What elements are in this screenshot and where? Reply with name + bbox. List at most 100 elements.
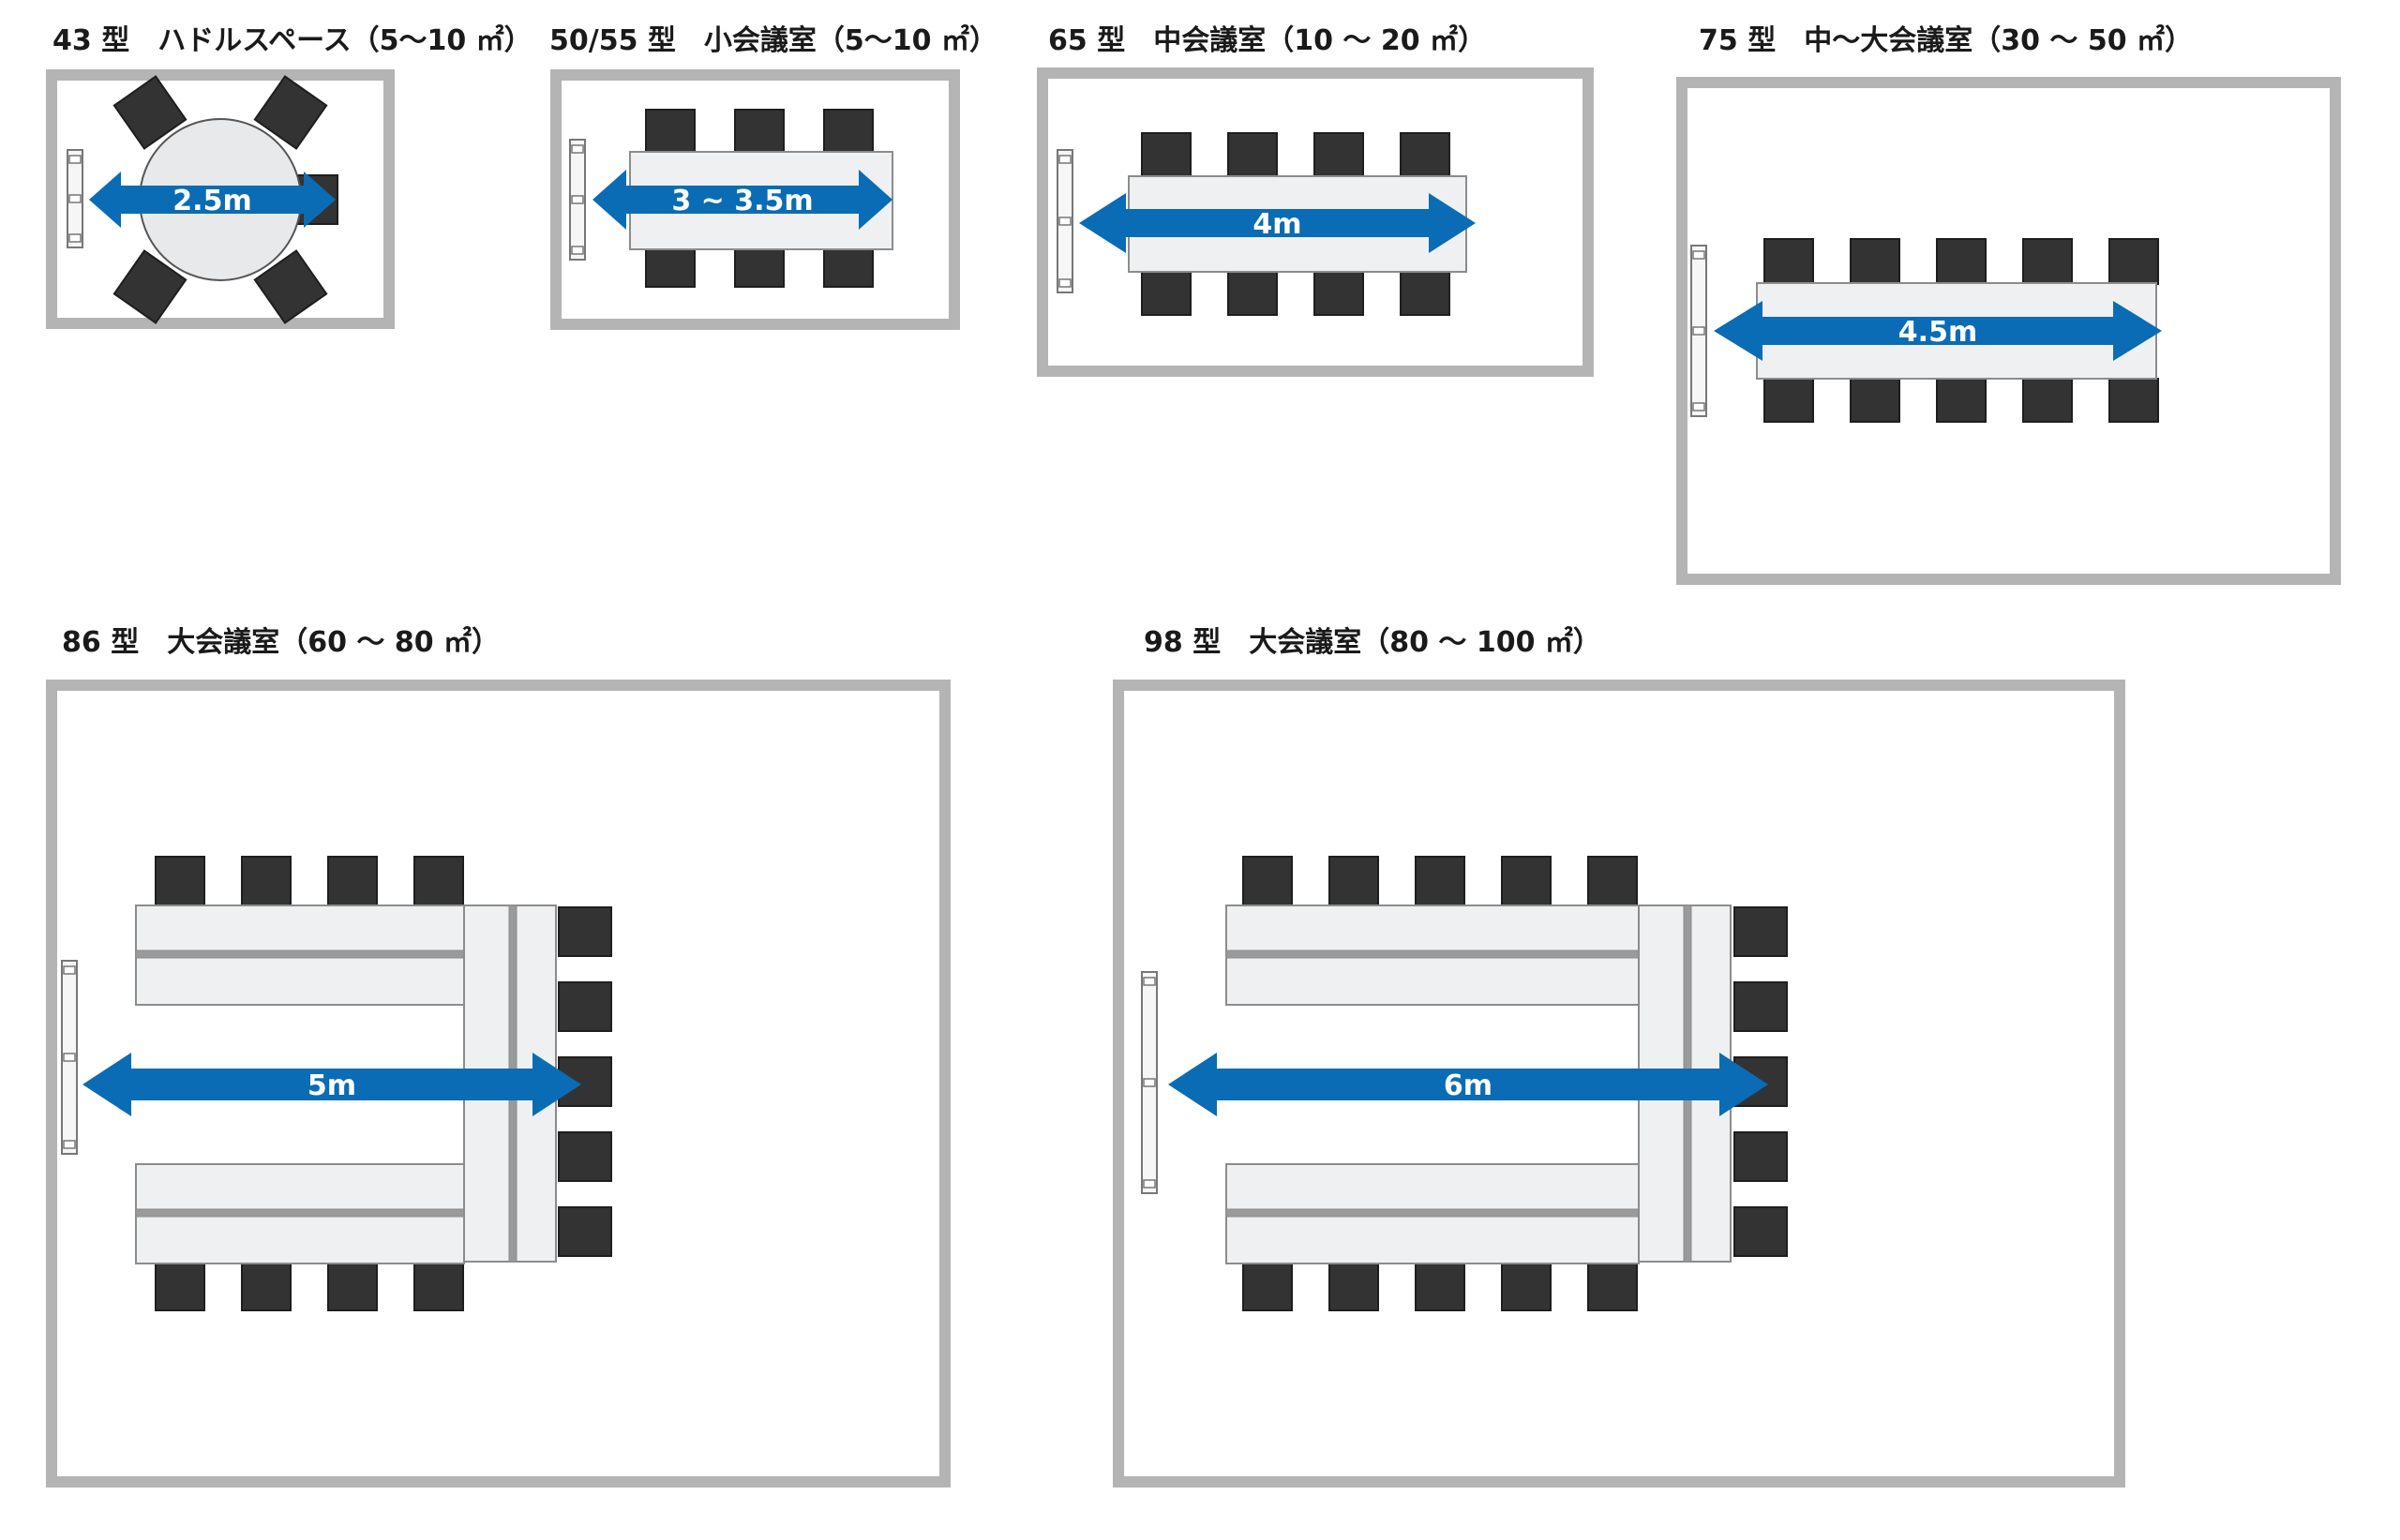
room-title-65: 65 型 中会議室（10 ～ 20 ㎡） bbox=[1048, 24, 1487, 57]
chair bbox=[1141, 132, 1192, 177]
viewing-distance-arrow bbox=[1079, 193, 1476, 253]
viewing-distance-label: 3 ~ 3.5m bbox=[671, 185, 813, 217]
table-divider bbox=[1225, 1208, 1640, 1218]
chair bbox=[327, 1263, 378, 1311]
chair bbox=[1227, 271, 1278, 316]
display-bracket bbox=[1058, 217, 1072, 226]
chair bbox=[2108, 238, 2159, 285]
chair bbox=[1328, 1263, 1379, 1311]
chair bbox=[253, 75, 328, 150]
chair bbox=[1587, 856, 1638, 908]
chair bbox=[734, 109, 785, 154]
chair bbox=[1936, 378, 1987, 423]
table bbox=[1225, 1163, 1640, 1214]
display-bracket bbox=[1692, 250, 1705, 260]
display-bracket bbox=[63, 965, 76, 975]
table-divider bbox=[135, 1208, 465, 1218]
display-bracket bbox=[68, 233, 82, 243]
table bbox=[135, 905, 465, 955]
table bbox=[135, 1212, 465, 1264]
display-bracket bbox=[1143, 1179, 1156, 1189]
display-bracket bbox=[1058, 155, 1072, 164]
room-title-98: 98 型 大会議室（80 ～ 100 ㎡） bbox=[1144, 626, 1601, 659]
chair bbox=[1400, 132, 1450, 177]
viewing-distance-label: 4m bbox=[1252, 208, 1301, 241]
table bbox=[135, 1163, 465, 1214]
display-bracket bbox=[68, 194, 82, 203]
room-title-50-55: 50/55 型 小会議室（5～10 ㎡） bbox=[549, 24, 998, 57]
chair bbox=[558, 906, 612, 957]
table bbox=[1225, 905, 1640, 955]
display-bracket bbox=[63, 1140, 76, 1149]
viewing-distance-arrow bbox=[592, 170, 892, 230]
chair bbox=[413, 1263, 464, 1311]
chair bbox=[1242, 1263, 1293, 1311]
chair bbox=[1501, 856, 1552, 908]
chair bbox=[823, 109, 874, 154]
chair bbox=[1415, 1263, 1465, 1311]
chair bbox=[1501, 1263, 1552, 1311]
table bbox=[1225, 1212, 1640, 1264]
chair bbox=[155, 856, 205, 908]
chair bbox=[253, 249, 328, 324]
chair bbox=[1242, 856, 1293, 908]
display-bracket bbox=[571, 144, 584, 154]
display-bracket bbox=[1058, 278, 1072, 288]
chair bbox=[327, 856, 378, 908]
table bbox=[135, 953, 465, 1006]
chair bbox=[241, 1263, 292, 1311]
table bbox=[1225, 953, 1640, 1006]
chair bbox=[2022, 238, 2073, 285]
chair bbox=[1763, 238, 1814, 285]
chair bbox=[1328, 856, 1379, 908]
display-bracket bbox=[1692, 402, 1705, 411]
chair bbox=[1733, 981, 1788, 1032]
chair bbox=[112, 75, 188, 150]
chair bbox=[413, 856, 464, 908]
chair bbox=[1415, 856, 1465, 908]
chair bbox=[241, 856, 292, 908]
chair bbox=[645, 109, 696, 154]
chair bbox=[645, 243, 696, 288]
viewing-distance-label: 2.5m bbox=[172, 185, 251, 217]
chair bbox=[2108, 378, 2159, 423]
chair bbox=[1850, 238, 1900, 285]
display-bracket bbox=[1143, 1078, 1156, 1087]
viewing-distance-label: 5m bbox=[308, 1069, 356, 1102]
display-bracket bbox=[1692, 326, 1705, 336]
chair bbox=[1733, 906, 1788, 957]
chair bbox=[558, 1206, 612, 1257]
table-divider bbox=[1225, 949, 1640, 959]
chair bbox=[1313, 132, 1364, 177]
chair bbox=[558, 1131, 612, 1182]
room-title-75: 75 型 中～大会議室（30 ～ 50 ㎡） bbox=[1699, 24, 2194, 57]
chair bbox=[1936, 238, 1987, 285]
viewing-distance-label: 4.5m bbox=[1898, 316, 1977, 349]
room-title-86: 86 型 大会議室（60 ～ 80 ㎡） bbox=[62, 626, 501, 659]
chair bbox=[558, 981, 612, 1032]
chair bbox=[1227, 132, 1278, 177]
chair bbox=[1587, 1263, 1638, 1311]
chair bbox=[1763, 378, 1814, 423]
chair bbox=[1733, 1206, 1788, 1257]
chair bbox=[1733, 1131, 1788, 1182]
room-title-43: 43 型 ハドルスペース（5～10 ㎡） bbox=[52, 24, 532, 57]
chair bbox=[734, 243, 785, 288]
display-bracket bbox=[571, 246, 584, 255]
viewing-distance-arrow bbox=[1168, 1053, 1768, 1116]
table-divider bbox=[135, 949, 465, 959]
chair bbox=[1313, 271, 1364, 316]
chair bbox=[112, 249, 188, 324]
chair bbox=[1141, 271, 1192, 316]
display-bracket bbox=[1143, 977, 1156, 986]
display-bracket bbox=[63, 1053, 76, 1062]
viewing-distance-arrow bbox=[89, 172, 336, 228]
display-bracket bbox=[571, 195, 584, 204]
chair bbox=[1850, 378, 1900, 423]
chair bbox=[1400, 271, 1450, 316]
viewing-distance-arrow bbox=[82, 1053, 581, 1116]
chair bbox=[155, 1263, 205, 1311]
chair bbox=[2022, 378, 2073, 423]
